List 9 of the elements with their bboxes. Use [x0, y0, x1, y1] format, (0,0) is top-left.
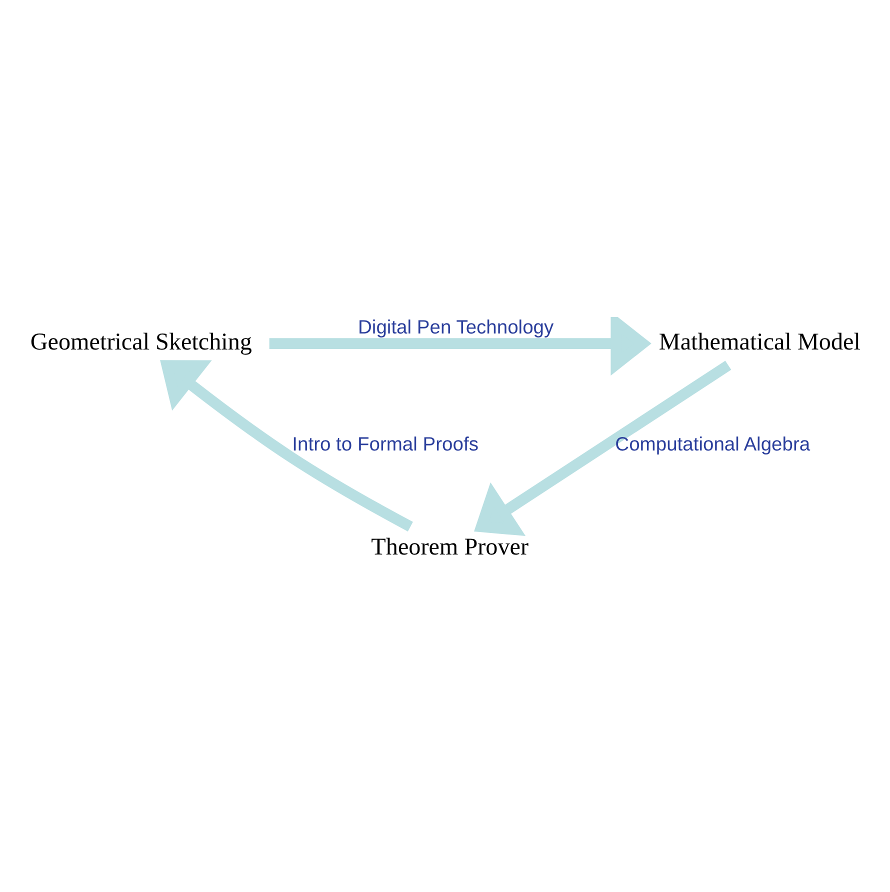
arrow	[160, 360, 413, 532]
edge-label: Computational Algebra	[615, 434, 810, 456]
arrow	[474, 360, 732, 536]
arrow	[269, 317, 652, 376]
edge-label: Digital Pen Technology	[358, 318, 554, 339]
node-text: Geometrical Sketching	[30, 330, 252, 356]
node-text: Mathematical Model	[658, 330, 860, 356]
edge-label: Intro to Formal Proofs	[292, 434, 478, 456]
node-text: Theorem Prover	[371, 534, 528, 561]
